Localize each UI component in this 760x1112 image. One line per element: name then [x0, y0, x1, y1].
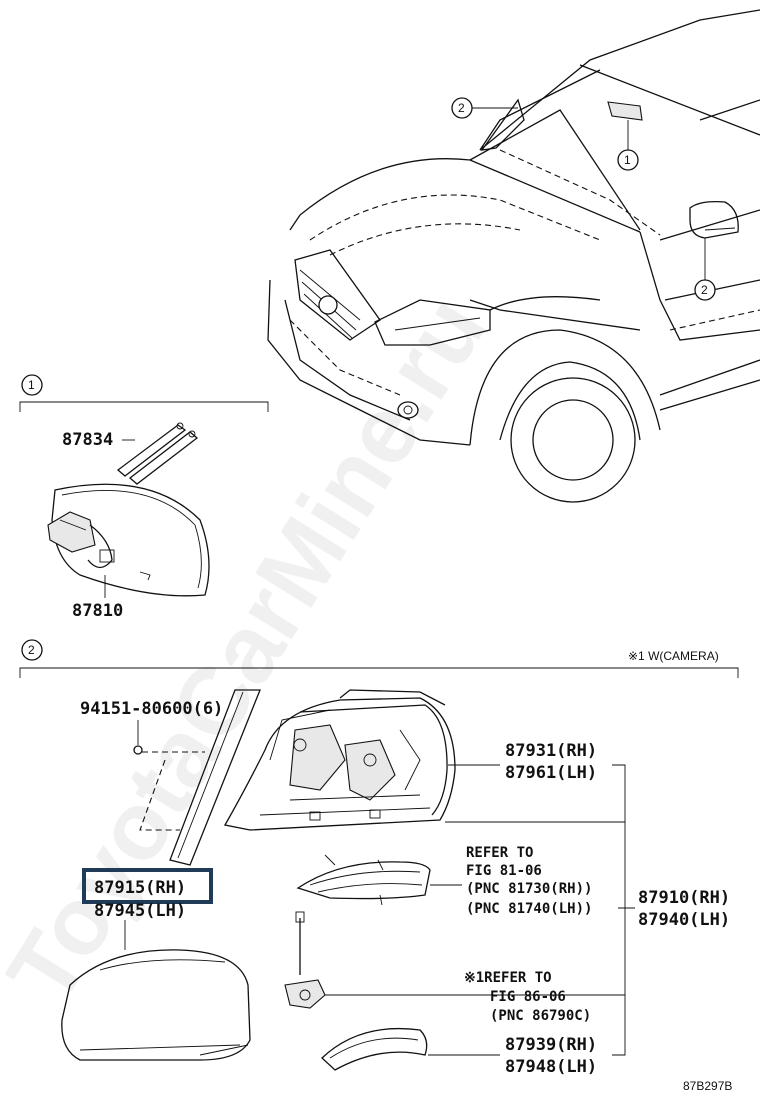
part-87931[interactable]: 87931(RH) [505, 741, 597, 761]
refer-81-line4: (PNC 81740(LH)) [466, 901, 592, 917]
camera-part [284, 911, 326, 1009]
mirror-housing-part [223, 689, 456, 831]
mirror-glass-part [169, 689, 261, 866]
turn-signal-part [296, 854, 431, 906]
clip-parts [116, 422, 199, 485]
section-1-marker [21, 374, 43, 396]
inner-mirror-part [47, 483, 210, 597]
svg-text:1: 1 [624, 153, 631, 167]
part-87939[interactable]: 87939(RH) [505, 1035, 597, 1055]
svg-text:1: 1 [28, 378, 35, 392]
refer-86-line3: (PNC 86790C) [490, 1008, 591, 1024]
callout-2-windshield: 2 [451, 97, 525, 151]
watermark: ToyotaCarMine.ru [0, 278, 506, 1021]
part-87948[interactable]: 87948(LH) [505, 1057, 597, 1077]
part-87940[interactable]: 87940(LH) [638, 910, 730, 930]
part-87910[interactable]: 87910(RH) [638, 888, 730, 908]
refer-86-line2: FIG 86-06 [490, 989, 566, 1005]
figure-id: 87B297B [683, 1079, 732, 1093]
lower-cover-part [321, 1027, 428, 1071]
part-87915[interactable]: 87915(RH) [94, 878, 186, 898]
part-94151-80600[interactable]: 94151-80600(6) [80, 699, 223, 719]
section-2: 2 ※1 W(CAMERA) 94151-80600(6) [19, 639, 739, 1077]
bolt-part [133, 745, 143, 755]
svg-text:2: 2 [701, 283, 708, 297]
refer-81-line3: (PNC 81730(RH)) [466, 881, 592, 897]
svg-text:2: 2 [28, 643, 35, 657]
refer-81-line1: REFER TO [466, 845, 533, 861]
refer-86-line1: ※1REFER TO [464, 970, 552, 986]
highlight-box [82, 868, 213, 904]
part-87834[interactable]: 87834 [62, 430, 113, 450]
callout-2-side-mirror: 2 [694, 238, 716, 301]
part-87810[interactable]: 87810 [72, 601, 123, 621]
part-87961[interactable]: 87961(LH) [505, 763, 597, 783]
part-87945[interactable]: 87945(LH) [94, 901, 186, 921]
camera-note: ※1 W(CAMERA) [628, 649, 719, 663]
callout-1-inner-mirror: 1 [607, 101, 643, 171]
mirror-cover-part [61, 949, 251, 1061]
assembly-bracket [612, 764, 626, 1056]
refer-81-line2: FIG 81-06 [466, 863, 542, 879]
section-1: 1 87834 87810 [19, 374, 269, 621]
svg-text:2: 2 [458, 101, 465, 115]
section-2-marker [21, 639, 43, 661]
